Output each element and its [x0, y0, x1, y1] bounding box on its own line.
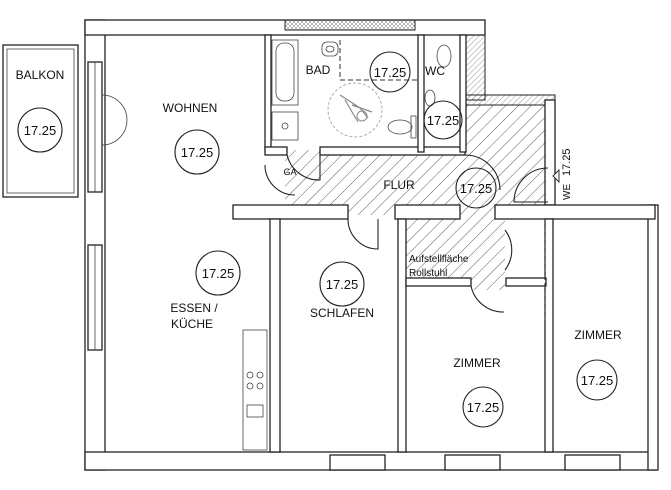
level-balkon: 17.25 [24, 123, 57, 138]
windows [87, 61, 621, 471]
room-zimmer-middle: ZIMMER 17.25 [453, 356, 504, 428]
level-zimmer-middle: 17.25 [467, 400, 500, 415]
bathtub-icon [271, 39, 299, 106]
room-label-zimmer: ZIMMER [574, 328, 622, 342]
level-bad: 17.25 [374, 65, 407, 80]
room-label-ga: GA [283, 167, 296, 177]
room-label-essen: ESSEN / [170, 301, 218, 315]
level-flur: 17.25 [460, 181, 493, 196]
sink-icon [321, 41, 339, 57]
room-label-wc: WC [425, 64, 445, 78]
level-marker [319, 261, 365, 307]
level-marker [369, 51, 411, 93]
room-schlafen: 17.25 SCHLAFEN [310, 261, 374, 320]
level-marker [17, 107, 63, 153]
room-bad: BAD 17.25 [306, 51, 411, 93]
level-essen: 17.25 [202, 266, 235, 281]
room-wohnen: WOHNEN 17.25 [163, 101, 220, 175]
room-label-schlafen: SCHLAFEN [310, 306, 374, 320]
entrance-prefix: WE [562, 184, 573, 200]
entrance-marker: WE 17.25 [552, 148, 573, 200]
room-essen: 17.25 ESSEN / KÜCHE [170, 250, 241, 331]
level-wc: 17.25 [427, 113, 460, 128]
wheelchair-icon [327, 82, 383, 138]
wheelchair-area-label-2: Rollstuhl [409, 268, 447, 279]
level-marker [195, 250, 241, 296]
interior-walls [232, 34, 656, 453]
exterior-walls [84, 19, 659, 471]
level-marker [462, 386, 504, 428]
room-label-bad: BAD [306, 63, 331, 77]
shower-tray-icon [271, 111, 299, 141]
room-flur: GA FLUR 17.25 Aufstellfläche Rollstuhl [283, 167, 497, 279]
room-label-zimmer: ZIMMER [453, 356, 501, 370]
level-wohnen: 17.25 [181, 145, 214, 160]
entrance-triangle-icon [552, 168, 560, 184]
level-marker [576, 359, 618, 401]
level-marker [455, 167, 497, 209]
balkon: BALKON 17.25 [2, 44, 79, 198]
room-zimmer-right: ZIMMER 17.25 [574, 328, 622, 401]
kitchen-counter-icon [242, 329, 268, 451]
room-wc: WC 17.25 [423, 64, 463, 140]
room-label-wohnen: WOHNEN [163, 101, 218, 115]
wheelchair-area-label: Aufstellfläche [409, 254, 469, 265]
level-zimmer-right: 17.25 [581, 373, 614, 388]
room-label-kueche: KÜCHE [171, 317, 213, 331]
room-label-balkon: BALKON [16, 68, 65, 82]
level-marker [423, 100, 463, 140]
room-label-flur: FLUR [383, 178, 415, 192]
level-schlafen: 17.25 [326, 277, 359, 292]
entrance-level: 17.25 [561, 148, 573, 176]
doors [264, 154, 549, 313]
level-marker [174, 129, 220, 175]
